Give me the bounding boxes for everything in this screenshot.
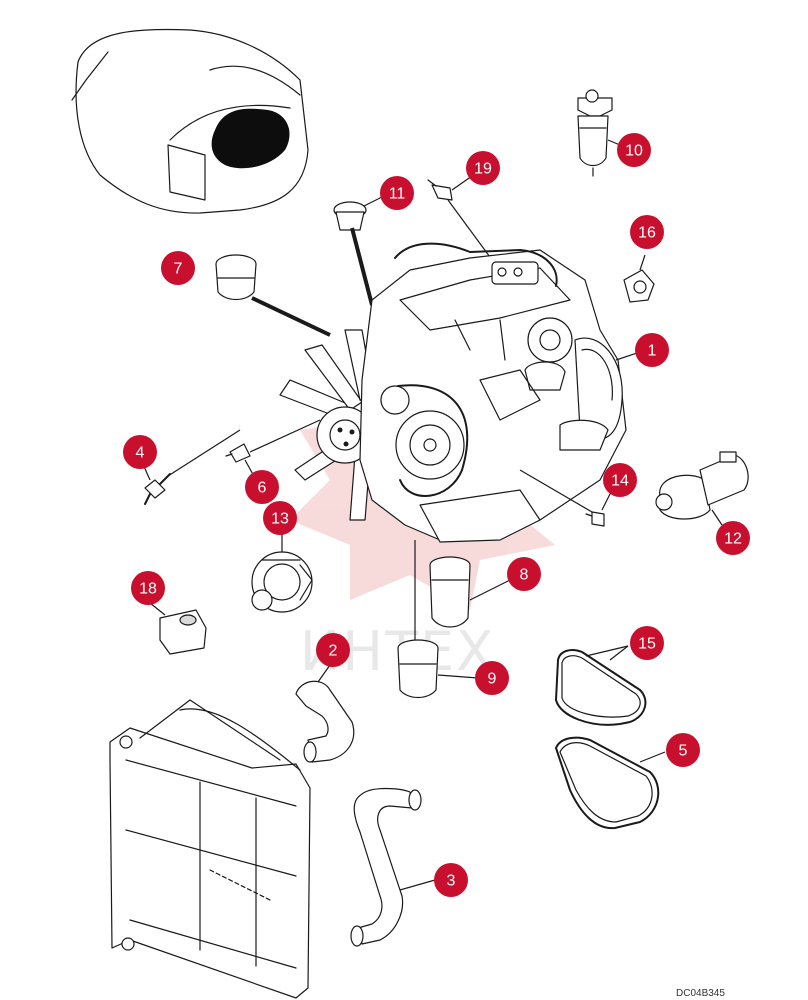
callout-badge bbox=[603, 463, 637, 497]
callout-number: 18 bbox=[139, 581, 157, 598]
callout-5: 5 bbox=[666, 733, 700, 767]
callout-6: 6 bbox=[245, 470, 279, 504]
callout-badge bbox=[666, 733, 700, 767]
part-upper-hose bbox=[295, 664, 355, 763]
callout-badge bbox=[507, 557, 541, 591]
callout-badge bbox=[316, 633, 350, 667]
callout-number: 6 bbox=[258, 480, 267, 497]
callout-number: 13 bbox=[271, 511, 289, 528]
callout-15: 15 bbox=[630, 626, 664, 660]
part-radiator bbox=[109, 699, 311, 999]
callout-badge bbox=[161, 251, 195, 285]
callout-badge bbox=[617, 133, 651, 167]
callout-number: 15 bbox=[638, 636, 656, 653]
callout-10: 10 bbox=[617, 133, 651, 167]
part-belts bbox=[555, 645, 666, 830]
callout-14: 14 bbox=[603, 463, 637, 497]
callout-number: 4 bbox=[136, 445, 145, 462]
callout-number: 8 bbox=[520, 567, 529, 584]
callout-7: 7 bbox=[161, 251, 195, 285]
callout-number: 14 bbox=[611, 473, 629, 490]
part-temp-sender bbox=[427, 175, 499, 269]
callout-number: 19 bbox=[474, 161, 492, 178]
callout-number: 2 bbox=[329, 643, 338, 660]
callout-3: 3 bbox=[434, 863, 468, 897]
part-gasket bbox=[623, 254, 655, 303]
part-pressure-switch bbox=[519, 469, 613, 527]
callout-4: 4 bbox=[123, 435, 157, 469]
callout-number: 10 bbox=[625, 143, 643, 160]
callout-number: 7 bbox=[174, 261, 183, 278]
part-fuel-filter bbox=[577, 89, 621, 177]
callout-number: 1 bbox=[648, 343, 657, 360]
callout-badge bbox=[380, 176, 414, 210]
part-oil-filter-large bbox=[414, 540, 511, 640]
part-injector bbox=[225, 419, 321, 479]
part-alternator bbox=[251, 533, 313, 613]
callout-badge bbox=[630, 215, 664, 249]
part-filter-short bbox=[397, 639, 479, 699]
callout-badge bbox=[475, 661, 509, 695]
callout-number: 12 bbox=[724, 531, 742, 548]
callout-number: 3 bbox=[447, 873, 456, 890]
callout-number: 9 bbox=[488, 671, 497, 688]
part-engine-mount bbox=[149, 602, 207, 655]
callout-1: 1 bbox=[635, 333, 669, 367]
callout-number: 11 bbox=[389, 186, 406, 203]
callout-badge bbox=[245, 470, 279, 504]
callout-13: 13 bbox=[263, 501, 297, 535]
callout-number: 16 bbox=[638, 225, 656, 242]
callout-8: 8 bbox=[507, 557, 541, 591]
callout-19: 19 bbox=[466, 151, 500, 185]
callout-badge bbox=[131, 571, 165, 605]
callout-badge bbox=[263, 501, 297, 535]
machine-silhouette bbox=[71, 28, 309, 214]
callout-badge bbox=[635, 333, 669, 367]
part-starter-motor bbox=[655, 451, 749, 526]
callout-11: 11 bbox=[380, 176, 414, 210]
callout-12: 12 bbox=[716, 521, 750, 555]
callout-9: 9 bbox=[475, 661, 509, 695]
drawing-code: DC04B345 bbox=[676, 988, 725, 999]
engine-assembly bbox=[279, 242, 641, 543]
part-glow-plug bbox=[141, 429, 241, 505]
callout-18: 18 bbox=[131, 571, 165, 605]
callout-badge bbox=[434, 863, 468, 897]
callout-2: 2 bbox=[316, 633, 350, 667]
callout-badge bbox=[716, 521, 750, 555]
callout-number: 5 bbox=[679, 743, 688, 760]
callout-16: 16 bbox=[630, 215, 664, 249]
callout-badge bbox=[123, 435, 157, 469]
callout-badge bbox=[466, 151, 500, 185]
part-lower-hose bbox=[350, 787, 436, 947]
callout-badge bbox=[630, 626, 664, 660]
part-thermostat bbox=[333, 195, 385, 306]
part-oil-filter-small bbox=[215, 254, 331, 337]
